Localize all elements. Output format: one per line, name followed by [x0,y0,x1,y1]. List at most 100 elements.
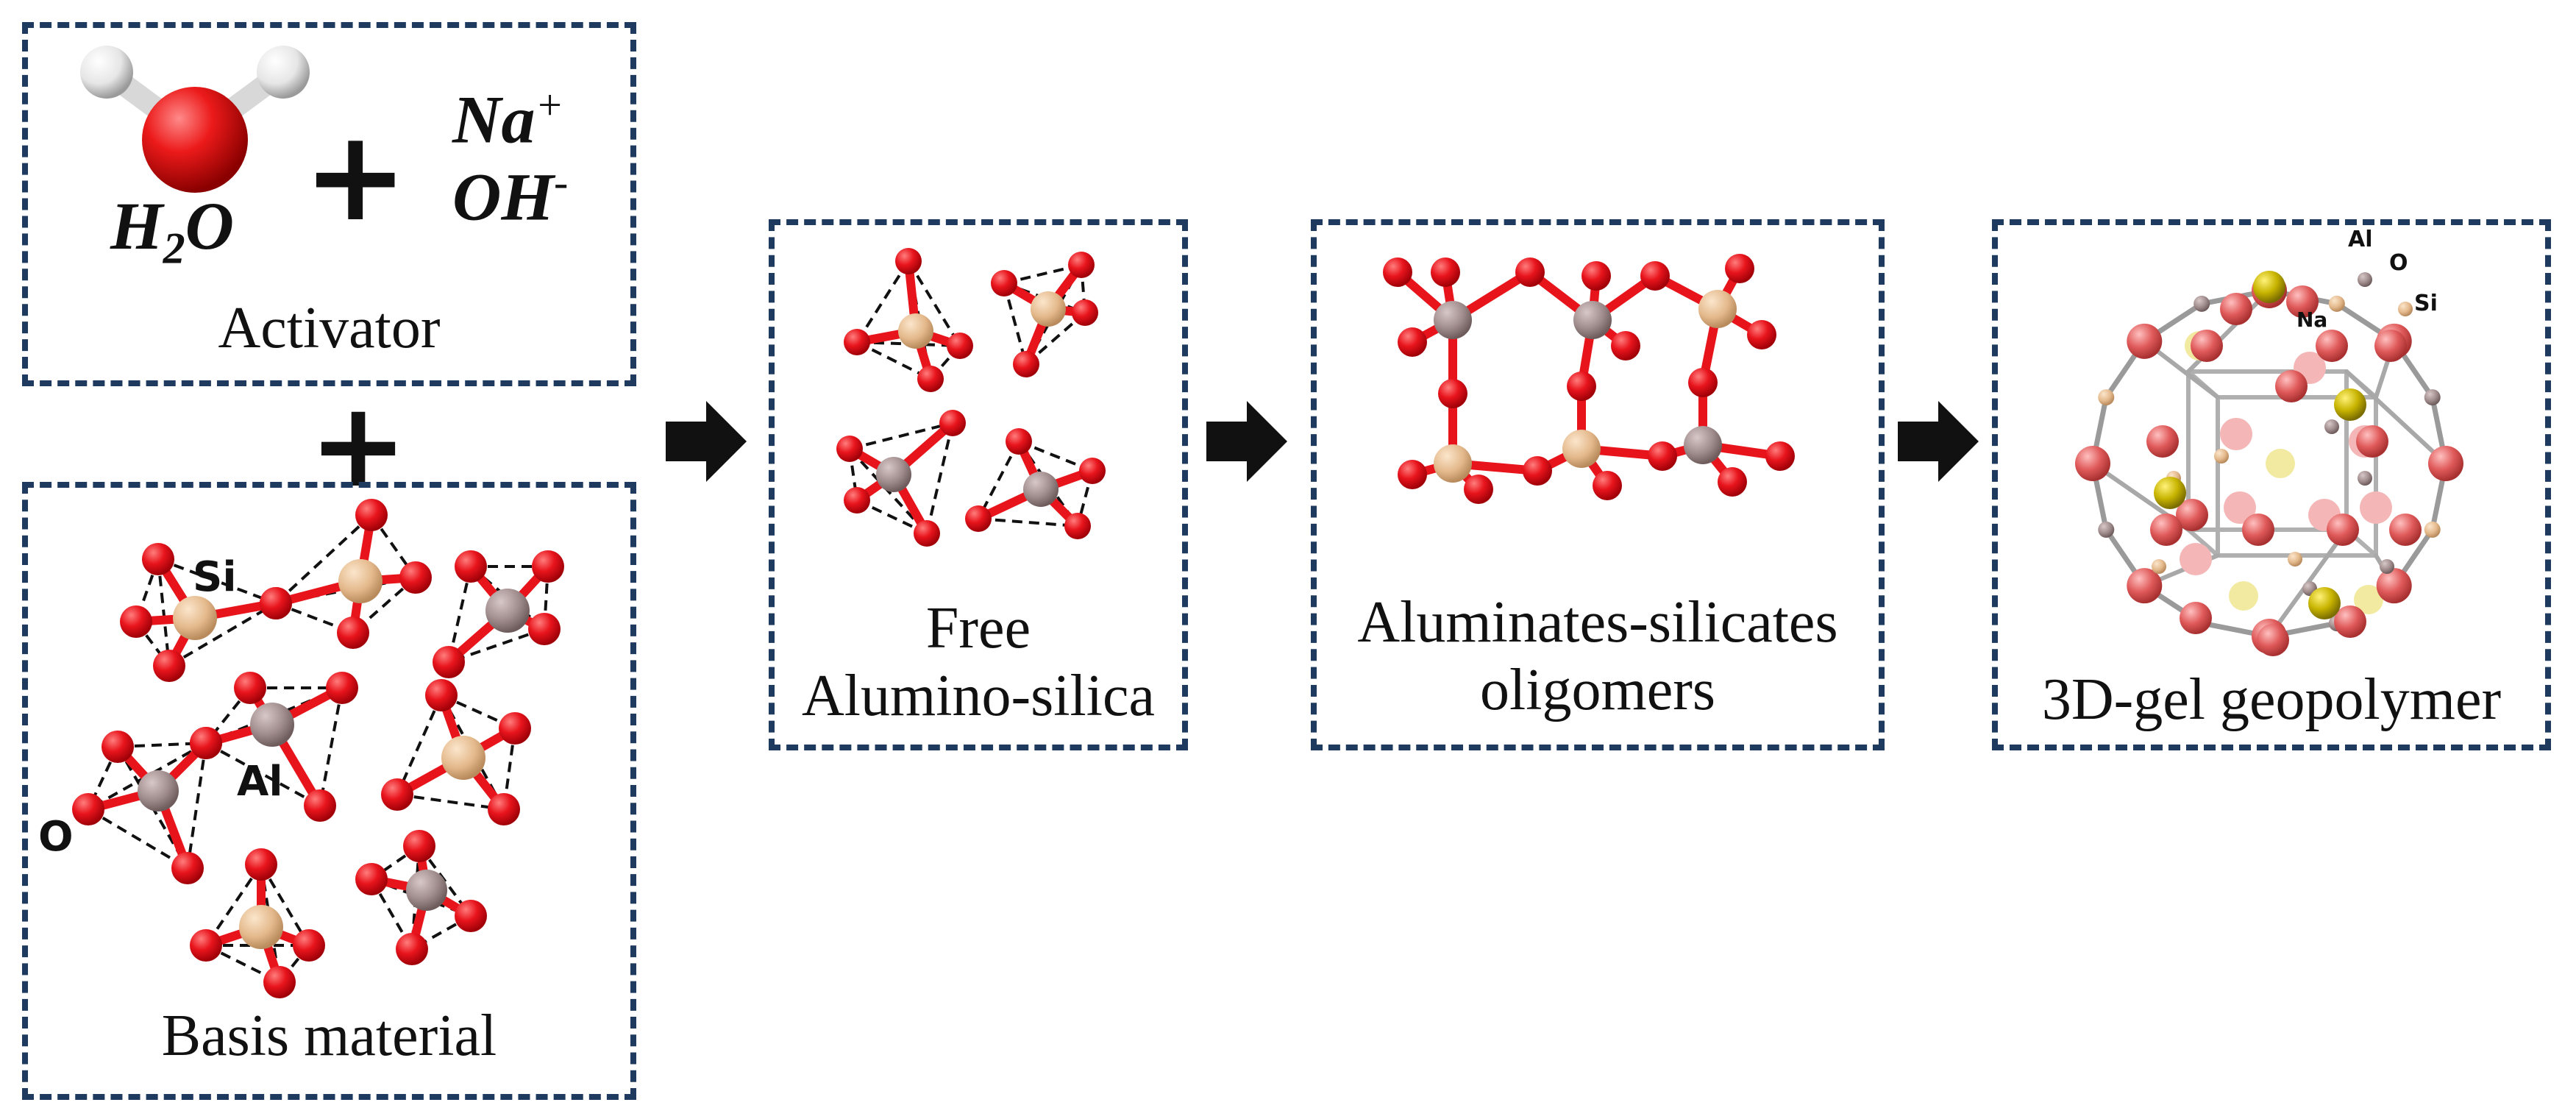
basis-t6-edge [441,694,516,730]
free-t3-edge [856,499,928,535]
basis-t4-oxygen-atom [234,672,266,704]
olig-oxygen-atom [1438,379,1467,408]
gel-faded-sodium-atom [2229,581,2258,611]
basis-t3-oxygen-atom [532,550,564,583]
free-t3-edge [925,422,954,534]
basis-t6-oxygen-atom [499,712,531,745]
basis-t6-oxygen-atom [425,679,458,711]
free-t3-oxygen-atom [844,487,870,514]
olig-oxygen-atom [1593,471,1622,500]
sodium-charge: + [535,81,564,129]
basis-t5-edge [87,808,189,870]
basis-t6-edge [396,695,443,795]
gel-oxygen-atom [2428,446,2463,481]
free-t4-oxygen-atom [965,505,992,532]
gel-tetrahedral-atom [2098,521,2115,538]
gel-tetrahedral-atom [2288,552,2302,566]
gel-sodium-atom [2154,477,2186,509]
gel-oxygen-atom [2176,499,2208,531]
olig-oxygen-atom [1523,456,1552,486]
gel-faded-oxygen-atom [2180,543,2212,575]
basis-t2-edge [370,514,417,579]
water-formula: H2O [110,188,234,274]
free-t4-aluminium-atom [1023,472,1058,507]
gel-oxygen-atom [2220,293,2252,325]
basis-t1-silicon-atom [173,596,217,640]
oligomers-label: Aluminates-silicates oligomers [1311,589,1885,724]
free-t1-oxygen-atom [895,248,922,274]
gel-tetrahedral-atom [2193,295,2210,312]
basis-t6-oxygen-atom [488,793,520,825]
sodium-symbol: Na [452,82,536,157]
olig-oxygen-atom [1718,467,1747,497]
hydroxide-symbol: OH [452,159,554,235]
gel-oxygen-atom [2286,285,2319,318]
olig-oxygen-atom [1567,372,1596,401]
basis-t1-oxygen-atom [153,650,185,682]
arrow-icon-1 [666,401,747,482]
gel-oxygen-atom [2376,568,2412,604]
gel-tetrahedral-atom [2424,521,2441,538]
gel-oxygen-atom [2327,514,2359,546]
basis-t2-oxygen-atom [337,617,369,649]
free-t2-silicon-atom [1031,291,1066,327]
basis-t8-oxygen-atom [455,900,487,932]
basis-si-label: Si [193,553,237,601]
basis-t6-oxygen-atom [381,778,413,811]
hydroxide-ion: OH- [452,158,568,236]
olig-silicon-atom [1698,290,1737,328]
gel-tetrahedral-atom [2380,559,2394,574]
olig-aluminium-atom [1684,426,1722,464]
basis-t7-silicon-atom [239,905,283,949]
basis-t4-edge [205,742,321,807]
gel-faded-oxygen-atom [2220,418,2252,450]
basis-t4-aluminium-atom [250,703,294,747]
gel-tetrahedral-atom [2098,389,2115,406]
water-sub: 2 [163,224,185,273]
geopolymer-label: 3D-gel geopolymer [2041,667,2502,732]
gel-tetrahedral-atom [2358,471,2372,486]
gel-bond [2344,369,2448,466]
free-t2-edge [1003,283,1028,365]
basis-t6-silicon-atom [441,736,485,780]
gel-tetrahedral-atom [2328,295,2345,312]
free-t3-aluminium-atom [876,457,911,492]
gel-oxygen-atom [2075,446,2110,481]
oligomers-box [1311,219,1885,750]
free-label-line1: Free [925,596,1031,661]
gel-oxygen-atom [2127,323,2163,359]
olig-oxygen-atom [1383,257,1412,287]
basis-al-label: Al [237,758,283,806]
basis-t7-oxygen-atom [245,848,277,881]
gel-sodium-atom [2308,587,2341,619]
free-t1-oxygen-atom [947,333,973,359]
olig-aluminium-atom [1434,301,1472,339]
basis-t5-oxygen-atom [190,727,222,759]
gel-oxygen-atom [2334,605,2366,638]
gel-oxygen-atom [2316,330,2348,362]
gel-al-label: Al [2348,227,2373,252]
free-t2-oxygen-atom [991,270,1017,296]
olig-oxygen-atom [1431,257,1460,287]
free-t2-oxygen-atom [1072,299,1098,326]
basis-t1-edge [157,558,171,667]
gel-oxygen-atom [2389,514,2422,546]
gel-oxygen-atom [2356,425,2388,458]
olig-oxygen-atom [1398,327,1427,357]
gel-o-label: O [2389,250,2408,276]
basis-t4-oxygen-atom [304,789,336,822]
basis-material-label: Basis material [161,1003,497,1068]
free-t2-oxygen-atom [1013,351,1039,377]
free-t1-edge [856,341,931,380]
basis-t2-edge [274,514,373,605]
gel-tetrahedral-atom [2152,559,2166,574]
gel-tetrahedral-atom [2214,449,2229,463]
gel-oxygen-atom [2242,514,2274,546]
olig-oxygen-atom [1515,257,1545,287]
arrow-icon-2 [1206,401,1287,482]
olig-oxygen-atom [1398,460,1427,489]
gel-na-label: Na [2296,308,2328,332]
